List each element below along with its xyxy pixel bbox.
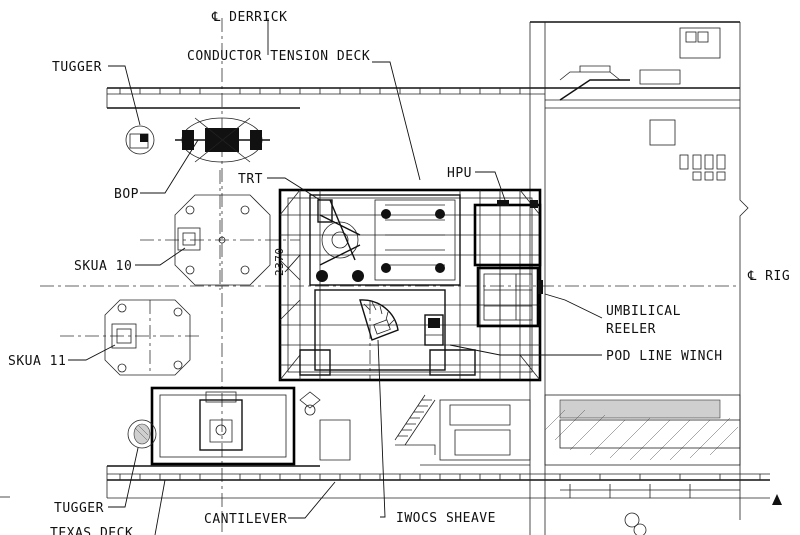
- centerlines: [40, 18, 740, 535]
- lower-deck-block: [299, 289, 476, 376]
- texas-deck-block: [150, 386, 296, 466]
- trt-frame: [309, 194, 461, 286]
- label-trt: TRT: [238, 172, 263, 187]
- small-equipment-grid: [679, 154, 726, 181]
- label-texas-deck: TEXAS DECK: [50, 526, 133, 535]
- labels: ℄ DERRICK CONDUCTOR TENSION DECK TUGGER …: [8, 10, 790, 535]
- skua-11: [104, 299, 191, 376]
- label-iwocs-sheave: IWOCS SHEAVE: [396, 511, 496, 526]
- tugger-top: [125, 125, 155, 155]
- label-dim-2370: 2370: [273, 248, 286, 277]
- cantilever-structure: [106, 87, 770, 499]
- label-cantilever: CANTILEVER: [204, 512, 287, 527]
- lower-misc: [299, 391, 351, 461]
- north-marker: [0, 494, 782, 505]
- label-skua-11: SKUA 11: [8, 354, 66, 369]
- umbilical-reeler: [476, 266, 543, 328]
- rig-hull-area: [420, 21, 749, 535]
- leader-lines: [68, 18, 603, 535]
- label-derrick: ℄ DERRICK: [211, 10, 287, 25]
- skua-10: [174, 194, 271, 286]
- bop-assembly: [175, 117, 270, 163]
- pod-line-winch: [424, 314, 444, 346]
- label-pod-line-winch: POD LINE WINCH: [606, 349, 723, 364]
- hpu-unit: [473, 200, 542, 267]
- label-tugger-top: TUGGER: [52, 60, 102, 75]
- tugger-bottom: [127, 419, 157, 449]
- label-tugger-bottom: TUGGER: [54, 501, 104, 516]
- label-umbilical-line1: UMBILICAL: [606, 304, 681, 319]
- label-bop: BOP: [114, 187, 139, 202]
- label-rig-centerline: ℄ RIG: [747, 269, 790, 284]
- label-skua-10: SKUA 10: [74, 259, 132, 274]
- label-conductor-tension-deck: CONDUCTOR TENSION DECK: [187, 49, 370, 64]
- label-hpu: HPU: [447, 166, 472, 181]
- stairway: [394, 394, 436, 455]
- iwocs-sheave: [359, 299, 399, 341]
- label-umbilical-line2: REELER: [606, 322, 656, 337]
